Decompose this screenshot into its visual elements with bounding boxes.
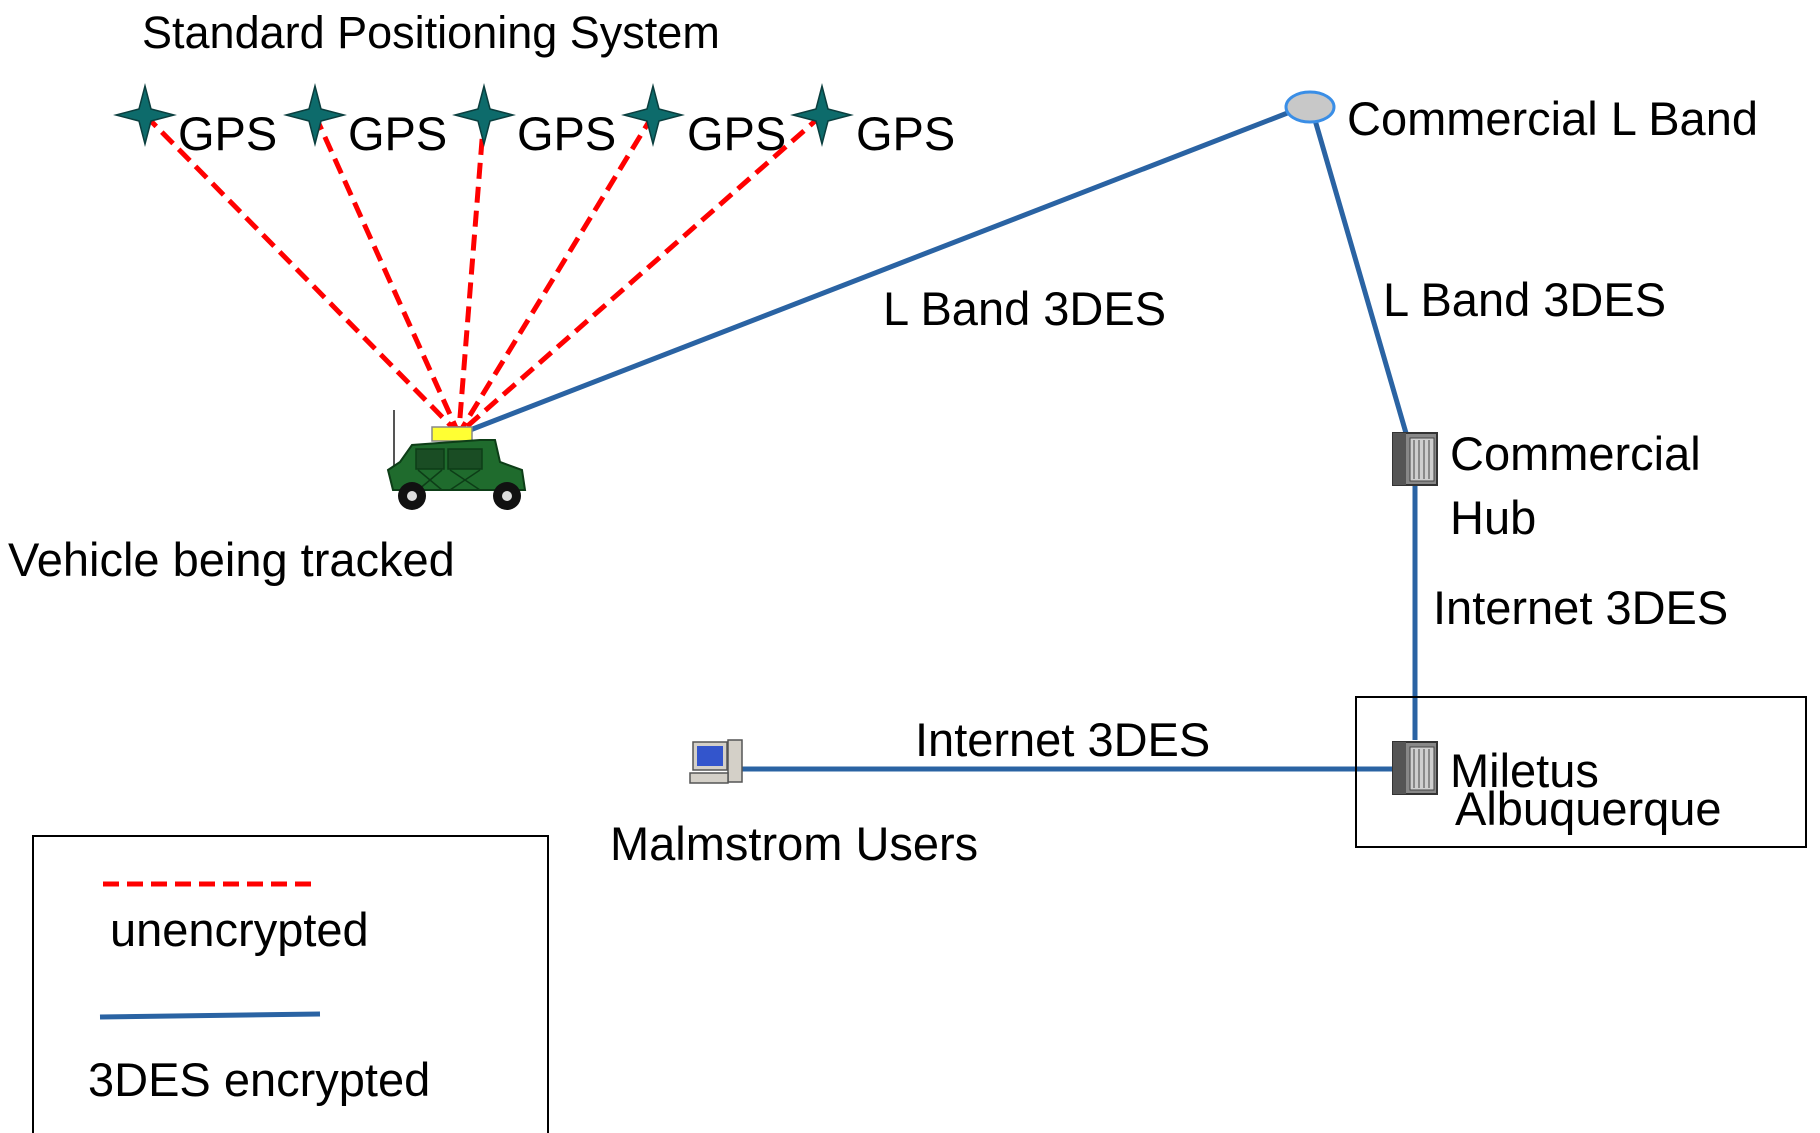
gps-label: GPS — [687, 107, 786, 160]
gps-label: GPS — [856, 107, 955, 160]
gps-satellite-2: GPS — [283, 83, 447, 160]
gps-links — [143, 113, 824, 432]
link-label-vehicle-satellite: L Band 3DES — [883, 282, 1166, 335]
star-icon — [113, 83, 177, 147]
gps-satellite-3: GPS — [452, 83, 616, 160]
vehicle-label: Vehicle being tracked — [8, 533, 455, 586]
gps-label: GPS — [348, 107, 447, 160]
gps-link-4 — [458, 113, 656, 432]
gps-link-5 — [461, 113, 824, 432]
link-label-satellite-hub: L Band 3DES — [1383, 273, 1666, 326]
humvee-icon — [386, 410, 527, 510]
computer-icon — [689, 739, 743, 784]
gps-link-1 — [143, 113, 457, 432]
malmstrom-label: Malmstrom Users — [610, 817, 978, 870]
legend-box — [32, 835, 549, 1133]
gps-label: GPS — [517, 107, 616, 160]
link-satellite-hub — [1312, 119, 1411, 441]
link-label-hub-miletus: Internet 3DES — [1433, 581, 1728, 634]
miletus-label-line1: Miletus — [1450, 744, 1599, 797]
link-label-malmstrom-miletus: Internet 3DES — [915, 713, 1210, 766]
encrypted-links — [464, 109, 1418, 772]
miletus-node: Miletus Albuquerque — [1355, 696, 1807, 848]
gps-link-2 — [312, 113, 460, 432]
commercial-hub-label-line2: Hub — [1450, 491, 1536, 544]
legend: unencrypted 3DES encrypted — [32, 835, 549, 1133]
gps-link-3 — [456, 114, 487, 431]
commercial-l-band-label: Commercial L Band — [1347, 92, 1758, 145]
miletus-label-line2: Albuquerque — [1455, 782, 1722, 835]
star-icon — [283, 83, 347, 147]
star-icon — [790, 83, 854, 147]
diagram-title: Standard Positioning System — [142, 7, 720, 58]
vehicle-node: Vehicle being tracked — [8, 410, 527, 586]
star-icon — [452, 83, 516, 147]
legend-encrypted-label: 3DES encrypted — [88, 1053, 430, 1106]
legend-unencrypted-label: unencrypted — [110, 903, 369, 956]
satellite-dish-icon — [1284, 90, 1336, 124]
gps-satellite-5: GPS — [790, 83, 955, 160]
link-vehicle-satellite — [464, 109, 1291, 435]
miletus-box — [1355, 696, 1807, 848]
server-icon — [1392, 432, 1438, 486]
gps-label: GPS — [178, 107, 277, 160]
server-icon — [1392, 741, 1438, 795]
commercial-hub-label-line1: Commercial — [1450, 427, 1701, 480]
gps-satellite-4: GPS — [621, 83, 786, 160]
gps-satellite-1: GPS — [113, 83, 277, 160]
commercial-hub-node: Commercial Hub — [1392, 427, 1701, 544]
star-icon — [621, 83, 685, 147]
legend-encrypted-swatch — [99, 1011, 321, 1020]
commercial-l-band-node: Commercial L Band — [1284, 90, 1758, 145]
malmstrom-node: Malmstrom Users — [610, 739, 978, 870]
